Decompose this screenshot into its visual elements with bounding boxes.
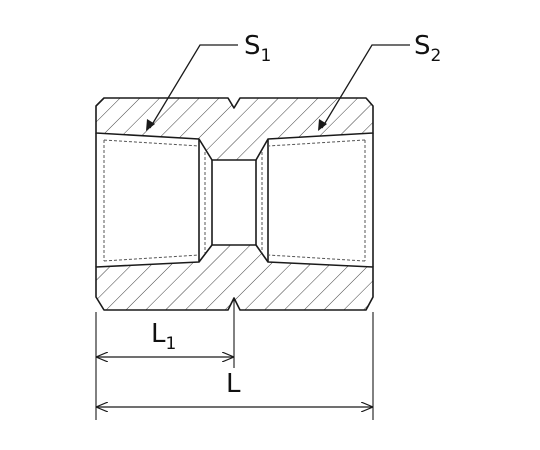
s2-label: S2 xyxy=(414,31,441,66)
s1-leader-arrowhead xyxy=(146,119,155,131)
leader-lines xyxy=(149,44,410,129)
extension-lines xyxy=(95,300,374,420)
s2-label-base: S xyxy=(414,31,431,61)
s1-label-sub: 1 xyxy=(261,46,272,66)
s1-label-base: S xyxy=(244,31,261,61)
s2-label-sub: 2 xyxy=(431,46,442,66)
upper-wall-section xyxy=(95,97,374,161)
l1-label-base: L xyxy=(151,319,166,349)
s2-leader-arrowhead xyxy=(318,119,327,131)
s1-leader xyxy=(149,44,238,129)
l-label: L xyxy=(226,369,241,399)
l1-label-sub: 1 xyxy=(166,334,177,354)
s1-label: S1 xyxy=(244,31,271,66)
l1-label: L1 xyxy=(151,319,176,354)
thread-root-lines xyxy=(103,139,366,262)
lower-wall-section xyxy=(95,244,374,311)
bore-outline xyxy=(95,133,374,267)
l-label-base: L xyxy=(226,369,241,399)
s2-leader xyxy=(321,44,410,129)
